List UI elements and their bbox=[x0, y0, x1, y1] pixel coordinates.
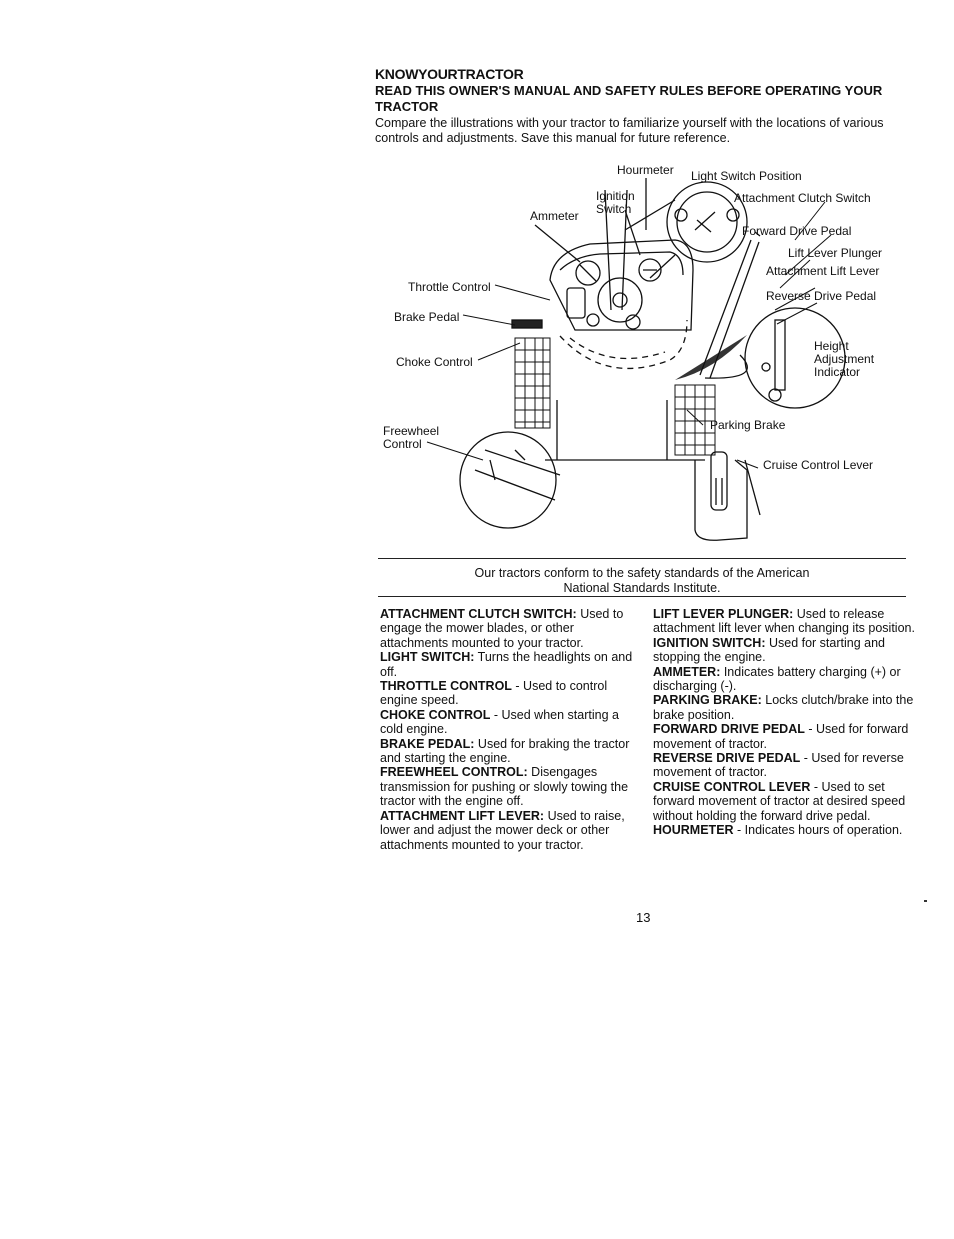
definition-term: FREEWHEEL CONTROL: bbox=[380, 765, 528, 780]
label-switch: Switch bbox=[596, 202, 632, 216]
definition-item: CHOKE CONTROL - Used when starting a col… bbox=[380, 708, 642, 737]
definition-text: - Used for forward movement of tractor. bbox=[653, 722, 909, 751]
definition-term: FORWARD DRIVE PEDAL bbox=[653, 722, 805, 737]
intro-paragraph: Compare the illustrations with your trac… bbox=[375, 116, 884, 145]
definition-text: - Used when starting a cold engine. bbox=[380, 707, 619, 737]
definition-term: PARKING BRAKE: bbox=[653, 693, 762, 708]
definition-item: THROTTLE CONTROL - Used to control engin… bbox=[380, 679, 642, 708]
caption-top-rule bbox=[378, 558, 906, 559]
definition-item: PARKING BRAKE: Locks clutch/brake into t… bbox=[653, 693, 915, 722]
label-forward-drive-pedal: Forward Drive Pedal bbox=[742, 224, 852, 238]
label-lift-lever-plunger: Lift Lever Plunger bbox=[788, 246, 883, 260]
scan-mark bbox=[924, 900, 927, 902]
definition-text: - Used to set forward movement of tracto… bbox=[653, 779, 906, 823]
label-cruise-control-lever: Cruise Control Lever bbox=[763, 458, 874, 472]
section-title: KNOWYOURTRACTOR bbox=[375, 66, 524, 82]
right-definitions-column: LIFT LEVER PLUNGER: Used to release atta… bbox=[653, 607, 915, 838]
label-choke-control: Choke Control bbox=[396, 355, 473, 369]
label-attachment-lift-lever: Attachment Lift Lever bbox=[766, 264, 880, 278]
definition-item: BRAKE PEDAL: Used for braking the tracto… bbox=[380, 737, 642, 766]
label-ignition: Ignition bbox=[596, 189, 635, 203]
definition-text: Indicates battery charging (+) or discha… bbox=[653, 664, 901, 694]
page-number: 13 bbox=[636, 910, 651, 925]
definition-text: - Used to control engine speed. bbox=[380, 679, 608, 708]
standards-caption: Our tractors conform to the safety stand… bbox=[378, 566, 906, 596]
definition-term: ATTACHMENT CLUTCH SWITCH: bbox=[380, 607, 577, 621]
definition-term: CHOKE CONTROL bbox=[380, 707, 491, 722]
label-height: Height bbox=[814, 339, 849, 353]
definition-term: BRAKE PEDAL: bbox=[380, 736, 475, 751]
section-subtitle: READ THIS OWNER'S MANUAL AND SAFETY RULE… bbox=[375, 83, 883, 114]
label-brake-pedal: Brake Pedal bbox=[394, 310, 460, 324]
caption-line-1: Our tractors conform to the safety stand… bbox=[474, 566, 810, 580]
label-throttle-control: Throttle Control bbox=[408, 280, 491, 294]
definition-text: - Used for reverse movement of tractor. bbox=[653, 751, 904, 780]
label-adjustment: Adjustment bbox=[814, 352, 875, 366]
definition-text: Used for starting and stopping the engin… bbox=[653, 635, 886, 665]
definition-term: CRUISE CONTROL LEVER bbox=[653, 779, 811, 794]
definition-term: IGNITION SWITCH: bbox=[653, 635, 766, 650]
definition-term: REVERSE DRIVE PEDAL bbox=[653, 751, 801, 766]
definition-item: HOURMETER - Indicates hours of operation… bbox=[653, 823, 915, 837]
label-freewheel: Freewheel bbox=[383, 424, 440, 438]
definition-item: FREEWHEEL CONTROL: Disengages transmissi… bbox=[380, 765, 642, 808]
left-definitions-column: ATTACHMENT CLUTCH SWITCH: Used to engage… bbox=[380, 607, 642, 852]
definition-text: - Indicates hours of operation. bbox=[733, 823, 903, 838]
definition-text: Locks clutch/brake into the brake positi… bbox=[653, 693, 914, 722]
definition-item: ATTACHMENT LIFT LEVER: Used to raise, lo… bbox=[380, 809, 642, 852]
definition-term: LIFT LEVER PLUNGER: bbox=[653, 607, 794, 621]
label-parking-brake: Parking Brake bbox=[710, 418, 786, 432]
label-ammeter: Ammeter bbox=[530, 209, 579, 223]
caption-line-2: National Standards Institute. bbox=[563, 581, 721, 595]
definition-term: LIGHT SWITCH: bbox=[380, 650, 475, 665]
definition-term: ATTACHMENT LIFT LEVER: bbox=[380, 808, 545, 823]
label-control: Control bbox=[383, 437, 422, 451]
definition-item: LIGHT SWITCH: Turns the headlights on an… bbox=[380, 650, 642, 679]
definition-item: FORWARD DRIVE PEDAL - Used for forward m… bbox=[653, 722, 915, 751]
definition-text: Disengages transmission for pushing or s… bbox=[380, 765, 629, 809]
label-reverse-drive-pedal: Reverse Drive Pedal bbox=[766, 289, 877, 303]
definition-text: Used for braking the tractor and startin… bbox=[380, 736, 630, 766]
label-attachment-clutch-switch: Attachment Clutch Switch bbox=[734, 191, 871, 205]
definition-item: LIFT LEVER PLUNGER: Used to release atta… bbox=[653, 607, 915, 636]
label-indicator: Indicator bbox=[814, 365, 861, 379]
definition-item: IGNITION SWITCH: Used for starting and s… bbox=[653, 636, 915, 665]
definition-text: Turns the headlights on and off. bbox=[380, 650, 633, 679]
definition-text: Used to engage the mower blades, or othe… bbox=[380, 607, 624, 650]
definition-item: CRUISE CONTROL LEVER - Used to set forwa… bbox=[653, 780, 915, 823]
definition-item: AMMETER: Indicates battery charging (+) … bbox=[653, 665, 915, 694]
definition-item: REVERSE DRIVE PEDAL - Used for reverse m… bbox=[653, 751, 915, 780]
tractor-controls-diagram bbox=[426, 178, 846, 541]
definition-term: THROTTLE CONTROL bbox=[380, 679, 512, 694]
definition-term: HOURMETER bbox=[653, 823, 734, 838]
label-light-switch-position: Light Switch Position bbox=[691, 169, 802, 183]
label-hourmeter: Hourmeter bbox=[617, 163, 674, 177]
definition-item: ATTACHMENT CLUTCH SWITCH: Used to engage… bbox=[380, 607, 642, 650]
definition-text: Used to raise, lower and adjust the mowe… bbox=[380, 808, 625, 852]
caption-bottom-rule bbox=[378, 596, 906, 597]
definition-text: Used to release attachment lift lever wh… bbox=[653, 607, 915, 636]
definition-term: AMMETER: bbox=[653, 664, 721, 679]
